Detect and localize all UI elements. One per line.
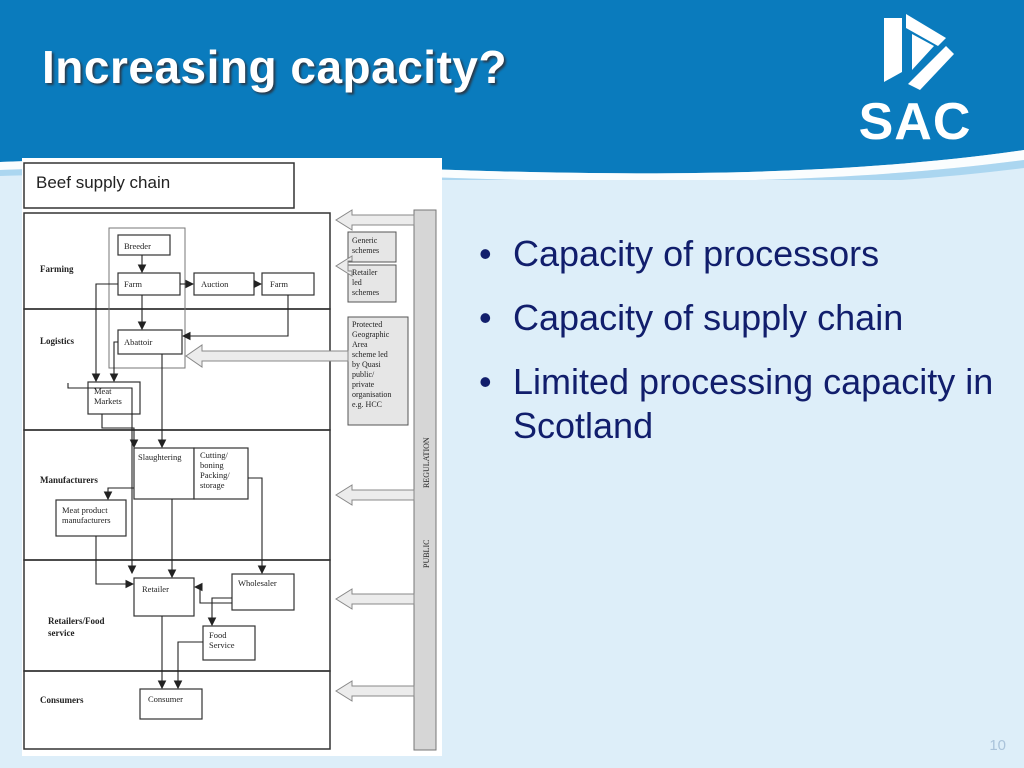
- bullet-dot-icon: •: [479, 233, 492, 274]
- public-label: PUBLIC: [422, 540, 431, 568]
- policy-arrow-farming-2: [335, 255, 353, 277]
- regulation-public-bar: [413, 209, 437, 751]
- policy-arrow-logistics: [185, 344, 349, 368]
- bullet-item: • Limited processing capacity in Scotland: [475, 360, 995, 448]
- policy-arrow-manufacturers: [335, 484, 415, 506]
- logo-text: SAC: [858, 93, 972, 151]
- row-label-manufacturers: Manufacturers: [40, 475, 98, 485]
- row-label-logistics: Logistics: [40, 336, 74, 346]
- policy-arrow-retailers: [335, 588, 415, 610]
- abattoir-node: [117, 329, 183, 355]
- wholesaler-node: [231, 573, 295, 611]
- consumer-label: Consumer: [148, 694, 183, 704]
- beef-supply-chain-diagram: Beef supply chain Farming Logistics Manu…: [22, 158, 442, 756]
- bullet-list: • Capacity of processors • Capacity of sup…: [475, 232, 995, 468]
- regulation-label: REGULATION: [422, 437, 431, 488]
- bullet-text: Capacity of supply chain: [513, 297, 904, 338]
- policy-arrow-farming-1: [335, 209, 415, 231]
- abattoir-label: Abattoir: [124, 337, 152, 347]
- page-number: 10: [989, 737, 1006, 754]
- row-label-farming: Farming: [40, 264, 74, 274]
- policy-arrow-consumers: [335, 680, 415, 702]
- bullet-item: • Capacity of processors: [475, 232, 995, 276]
- cutting-node: [193, 447, 249, 500]
- row-label-consumers: Consumers: [40, 695, 84, 705]
- pga-scheme-box: [347, 316, 409, 426]
- breeder-label: Breeder: [124, 241, 151, 251]
- bullet-dot-icon: •: [479, 297, 492, 338]
- farm-1-label: Farm: [124, 279, 142, 289]
- bullet-text: Capacity of processors: [513, 233, 880, 274]
- retailer-led-schemes-box: [347, 264, 397, 303]
- bullet-item: • Capacity of supply chain: [475, 296, 995, 340]
- retailer-node: [133, 577, 195, 617]
- breeder-node: [117, 234, 171, 256]
- farm-2-label: Farm: [270, 279, 288, 289]
- slide-title: Increasing capacity?: [42, 41, 508, 93]
- retailer-label: Retailer: [142, 584, 169, 594]
- sac-emblem-icon: [884, 14, 954, 90]
- food-service-node: [202, 625, 256, 661]
- meat-markets-node: [87, 381, 141, 415]
- consumer-node: [139, 688, 203, 720]
- meat-product-manufacturers-node: [55, 499, 127, 537]
- slaughtering-label: Slaughtering: [138, 452, 182, 462]
- auction-label: Auction: [201, 279, 229, 289]
- sac-logo: SAC: [842, 10, 988, 151]
- bullet-dot-icon: •: [479, 361, 492, 402]
- wholesaler-label: Wholesaler: [238, 578, 277, 588]
- diagram-title: Beef supply chain: [36, 173, 170, 192]
- bullet-text: Limited processing capacity in Scotland: [513, 361, 994, 446]
- generic-schemes-box: [347, 231, 397, 263]
